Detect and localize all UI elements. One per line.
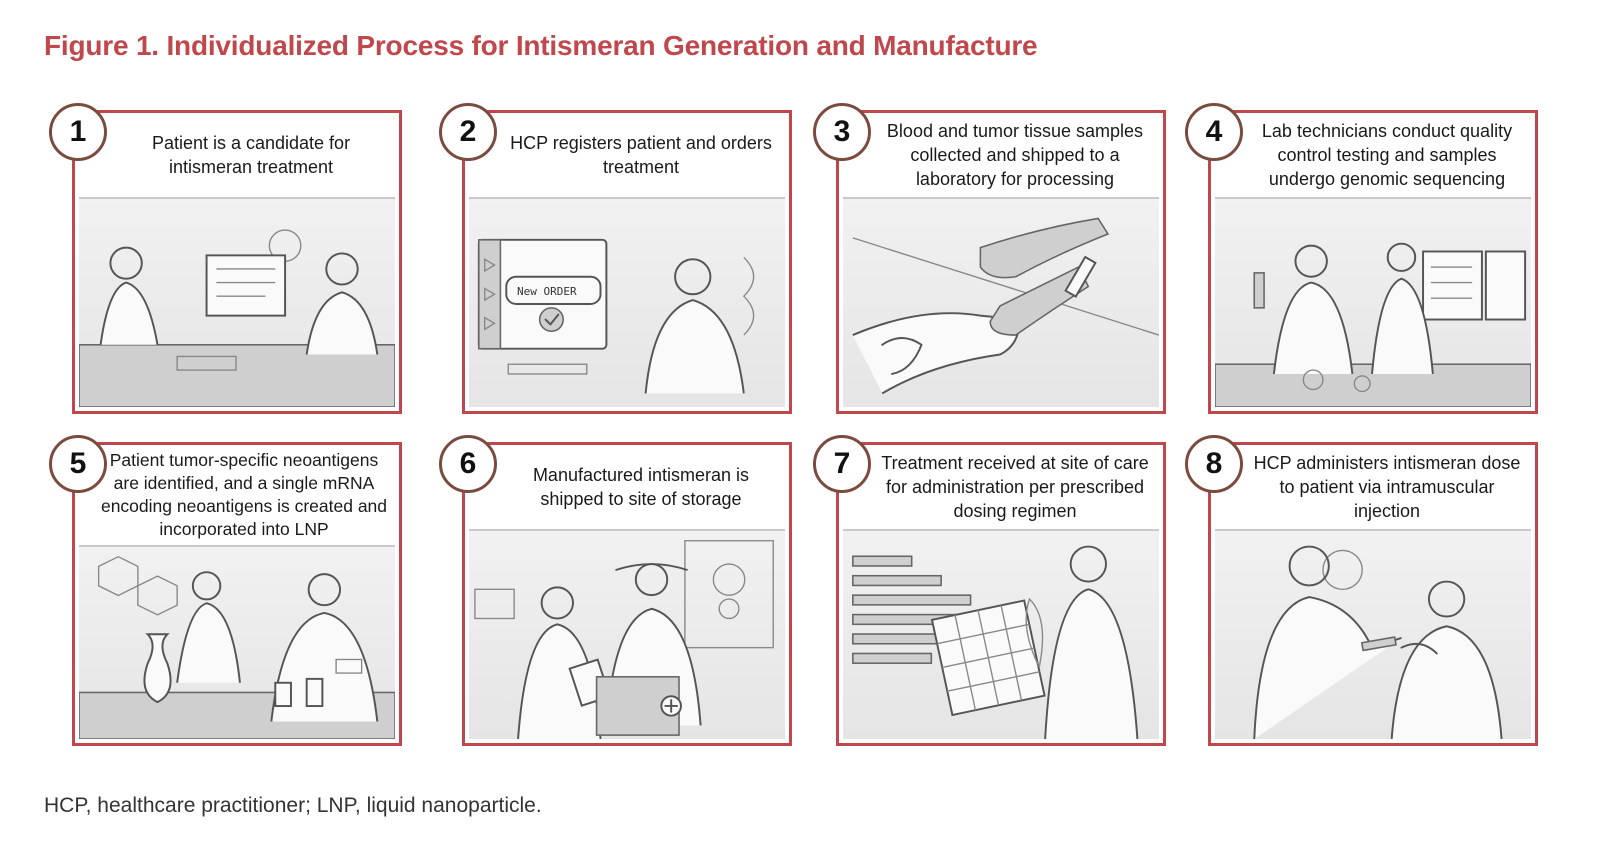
step-caption: Blood and tumor tissue samples collected… <box>886 121 1144 189</box>
step-number-badge: 2 <box>439 103 497 161</box>
step-panel-6: Manufactured intismeran is shipped to si… <box>439 435 792 746</box>
step-caption: Lab technicians conduct quality control … <box>1261 121 1513 189</box>
step-panel-8: HCP administers intismeran dose to patie… <box>1185 435 1538 746</box>
new-order-label: New ORDER <box>517 285 577 298</box>
illustration-treatment-received <box>843 529 1159 739</box>
step-number-badge: 4 <box>1185 103 1243 161</box>
illustration-injection <box>1215 529 1531 739</box>
illustration-mrna-lab <box>79 545 395 739</box>
step-caption: Manufactured intismeran is shipped to si… <box>532 465 750 509</box>
step-panel-3: Blood and tumor tissue samples collected… <box>813 103 1166 414</box>
step-number-badge: 1 <box>49 103 107 161</box>
step-number-badge: 3 <box>813 103 871 161</box>
illustration-lab-testing <box>1215 197 1531 407</box>
step-caption: Patient is a candidate for intismeran tr… <box>151 133 351 177</box>
step-number-badge: 6 <box>439 435 497 493</box>
step-panel-7: Treatment received at site of care for a… <box>813 435 1166 746</box>
step-caption: HCP administers intismeran dose to patie… <box>1253 453 1521 521</box>
step-number-badge: 5 <box>49 435 107 493</box>
step-panel-2: HCP registers patient and orders treatme… <box>439 103 792 414</box>
step-panel-1: Patient is a candidate for intismeran tr… <box>49 103 402 414</box>
step-caption: Patient tumor-specific neoantigens are i… <box>100 450 388 539</box>
illustration-shipping <box>469 529 785 739</box>
step-number-badge: 8 <box>1185 435 1243 493</box>
step-panel-4: Lab technicians conduct quality control … <box>1185 103 1538 414</box>
illustration-computer-order: New ORDER <box>469 197 785 407</box>
step-panel-5: Patient tumor-specific neoantigens are i… <box>49 435 402 746</box>
step-caption: HCP registers patient and orders treatme… <box>510 133 772 177</box>
illustration-blood-sample <box>843 197 1159 407</box>
step-caption: Treatment received at site of care for a… <box>881 453 1149 521</box>
illustration-consultation <box>79 197 395 407</box>
figure-title: Figure 1. Individualized Process for Int… <box>44 30 1038 61</box>
step-number-badge: 7 <box>813 435 871 493</box>
footnote: HCP, healthcare practitioner; LNP, liqui… <box>44 794 542 817</box>
